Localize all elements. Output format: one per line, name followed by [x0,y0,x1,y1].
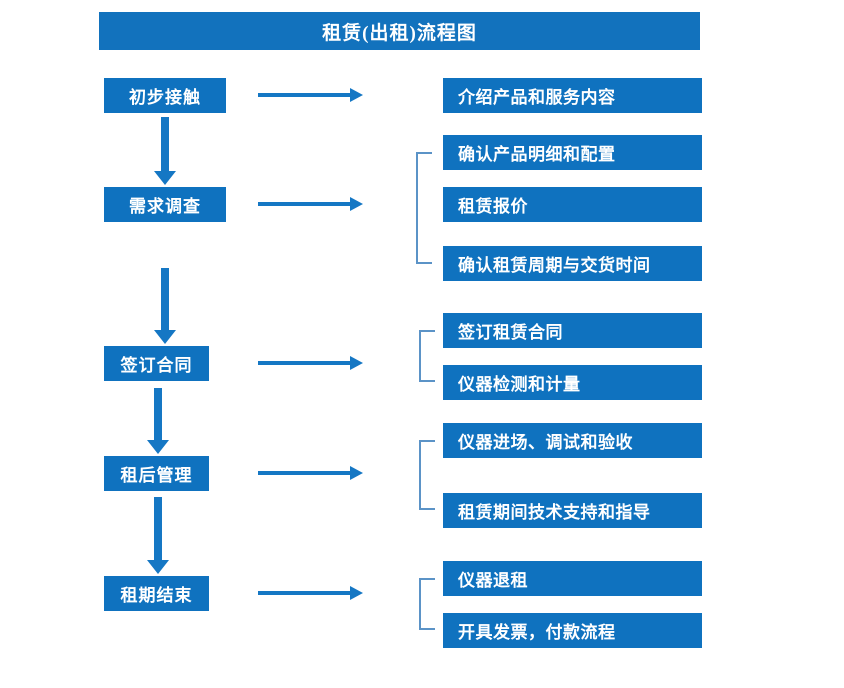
stage-box-5[interactable]: 租期结束 [104,576,209,611]
detail-box-3-2[interactable]: 仪器检测和计量 [443,365,702,400]
detail-box-5-2[interactable]: 开具发票，付款流程 [443,613,702,648]
stage-connector-arrow-4-5 [147,497,169,574]
detail-box-4-2[interactable]: 租赁期间技术支持和指导 [443,493,702,528]
stage-to-detail-arrow-2 [258,197,363,211]
stage-box-4[interactable]: 租后管理 [104,456,209,491]
page-title: 租赁(出租)流程图 [99,12,700,50]
detail-box-5-1[interactable]: 仪器退租 [443,561,702,596]
stage-to-detail-arrow-4 [258,466,363,480]
stage-to-detail-arrow-1 [258,88,363,102]
stage-box-3[interactable]: 签订合同 [104,346,209,381]
detail-box-4-1[interactable]: 仪器进场、调试和验收 [443,423,702,458]
stage-connector-arrow-1-2 [154,117,176,185]
stage-connector-arrow-3-4 [147,388,169,454]
stage-box-1[interactable]: 初步接触 [104,78,226,113]
detail-box-2-1[interactable]: 确认产品明细和配置 [443,135,702,170]
stage-to-detail-arrow-3 [258,356,363,370]
stage-box-2[interactable]: 需求调查 [104,187,226,222]
detail-box-3-1[interactable]: 签订租赁合同 [443,313,702,348]
detail-box-2-3[interactable]: 确认租赁周期与交货时间 [443,246,702,281]
stage-connector-arrow-2-3 [154,268,176,344]
stage-to-detail-arrow-5 [258,586,363,600]
detail-box-1-1[interactable]: 介绍产品和服务内容 [443,78,702,113]
detail-box-2-2[interactable]: 租赁报价 [443,187,702,222]
